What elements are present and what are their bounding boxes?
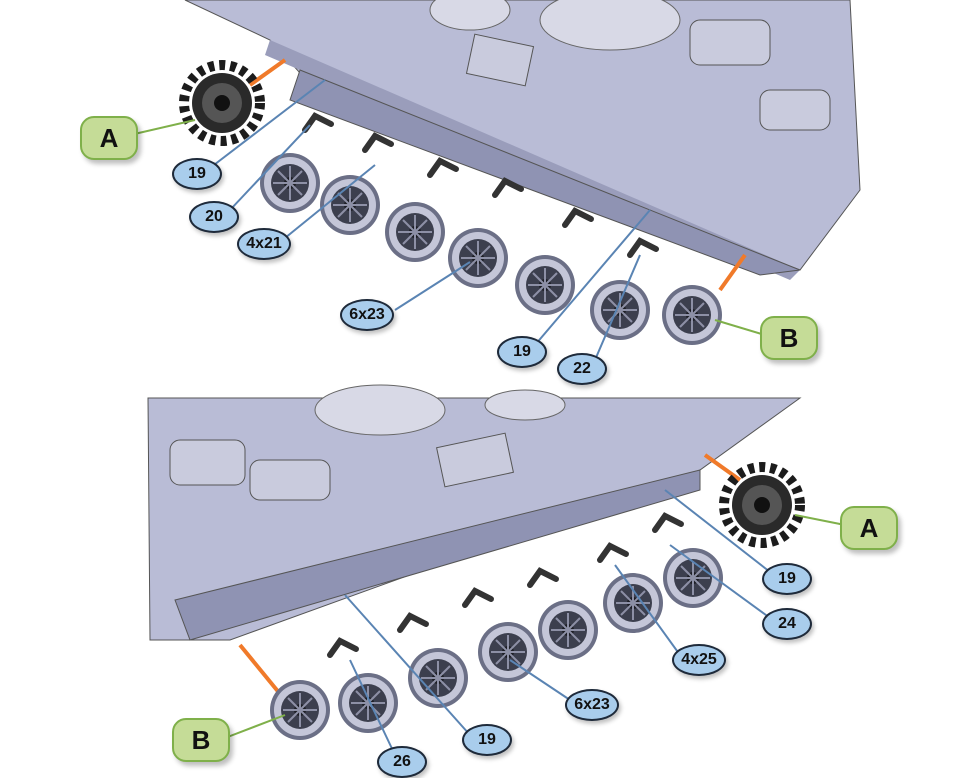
top-sprocket bbox=[184, 65, 260, 141]
callout-top-20: 20 bbox=[189, 201, 239, 233]
callout-bottom-4x25: 4x25 bbox=[672, 644, 726, 676]
bottom-idler-wheel bbox=[269, 679, 331, 741]
bottom-hull bbox=[147, 384, 802, 641]
callout-top-4x21: 4x21 bbox=[237, 228, 291, 260]
callout-top-b: B bbox=[760, 316, 818, 360]
callout-top-6x23: 6x23 bbox=[340, 299, 394, 331]
bottom-leader-lines bbox=[224, 489, 846, 756]
top-hull bbox=[184, 0, 861, 280]
callout-bottom-a: A bbox=[840, 506, 898, 550]
top-leader-lines bbox=[129, 79, 766, 361]
callout-bottom-19: 19 bbox=[762, 563, 812, 595]
callout-top-22: 22 bbox=[557, 353, 607, 385]
bottom-sprocket bbox=[724, 467, 800, 543]
top-idler-wheel bbox=[661, 284, 723, 346]
callout-top-19: 19 bbox=[172, 158, 222, 190]
top-axles bbox=[248, 58, 747, 292]
callout-top-19b: 19 bbox=[497, 336, 547, 368]
callout-bottom-19b: 19 bbox=[462, 724, 512, 756]
callout-bottom-b: B bbox=[172, 718, 230, 762]
callout-bottom-6x23: 6x23 bbox=[565, 689, 619, 721]
callout-top-a: A bbox=[80, 116, 138, 160]
callout-bottom-26: 26 bbox=[377, 746, 427, 778]
callout-bottom-24: 24 bbox=[762, 608, 812, 640]
